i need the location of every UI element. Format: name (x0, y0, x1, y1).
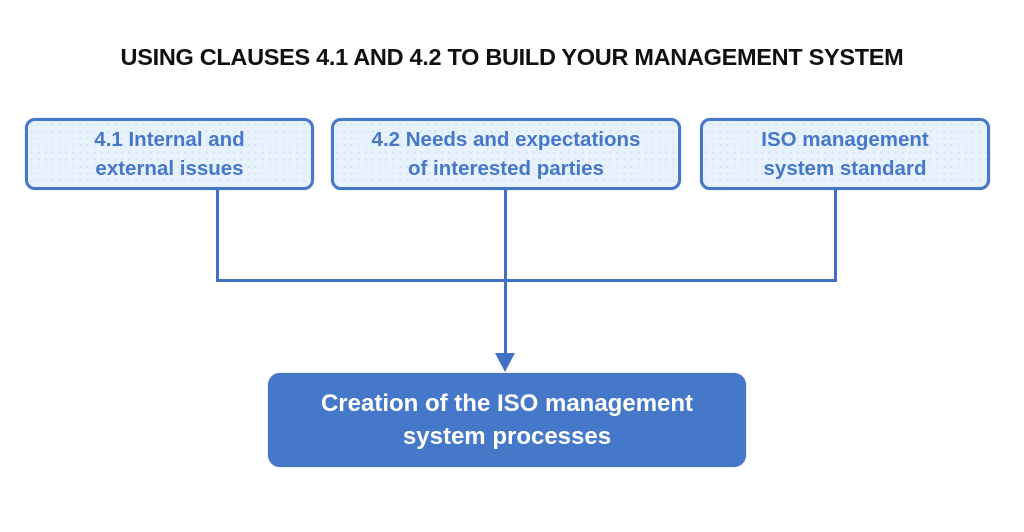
box-internal-external-issues-line1: 4.1 Internal and (94, 128, 245, 151)
connector-left-vertical (216, 189, 219, 282)
box-internal-external-issues: 4.1 Internal and external issues (25, 118, 314, 190)
connector-right-vertical (834, 189, 837, 282)
box-needs-expectations: 4.2 Needs and expectations of interested… (331, 118, 681, 190)
box-result-line1: Creation of the ISO management (320, 390, 694, 417)
box-needs-expectations-line1: 4.2 Needs and expectations (371, 128, 641, 151)
box-iso-standard-line2: system standard (763, 157, 927, 180)
arrow-down-icon (495, 353, 515, 372)
box-result-creation-processes: Creation of the ISO management system pr… (268, 373, 746, 467)
box-result-line2: system processes (402, 423, 612, 450)
diagram-title: USING CLAUSES 4.1 AND 4.2 TO BUILD YOUR … (120, 44, 904, 70)
connector-middle-vertical (504, 189, 507, 354)
box-iso-standard: ISO management system standard (700, 118, 990, 190)
connector-horizontal-bus (216, 279, 837, 282)
box-internal-external-issues-line2: external issues (95, 157, 244, 180)
box-needs-expectations-line2: of interested parties (408, 157, 604, 180)
box-iso-standard-line1: ISO management (761, 128, 929, 151)
